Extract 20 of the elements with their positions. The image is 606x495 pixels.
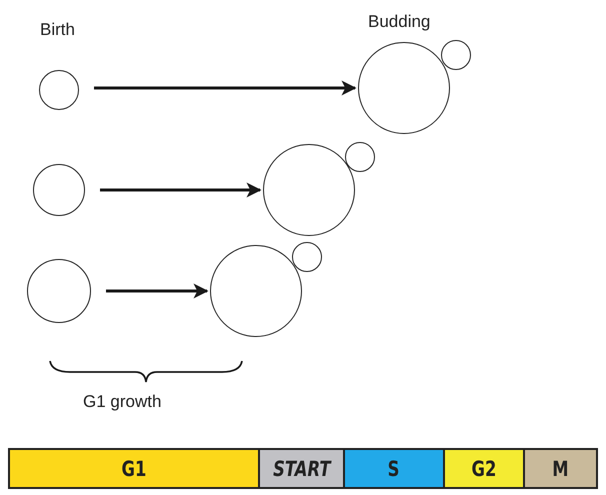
cell-circle [39,70,79,110]
cell-circle [27,259,91,323]
cell-circle [210,245,302,337]
cell-circle [33,164,85,216]
phase-segment: G1 [8,448,260,489]
bud-circle [292,242,322,272]
phase-segment: G2 [443,448,525,489]
phase-segment: START [258,448,345,489]
text-label: Budding [368,12,430,32]
arrow [100,182,262,198]
text-label: G1 growth [83,392,162,412]
arrow [106,284,208,298]
cell-circle [263,144,355,236]
phase-segment: M [523,448,598,489]
bud-circle [441,40,471,70]
text-label: Birth [40,20,75,40]
cell-circle [358,42,450,134]
bud-circle [345,142,375,172]
phase-segment: S [343,448,445,489]
arrow [94,80,356,96]
